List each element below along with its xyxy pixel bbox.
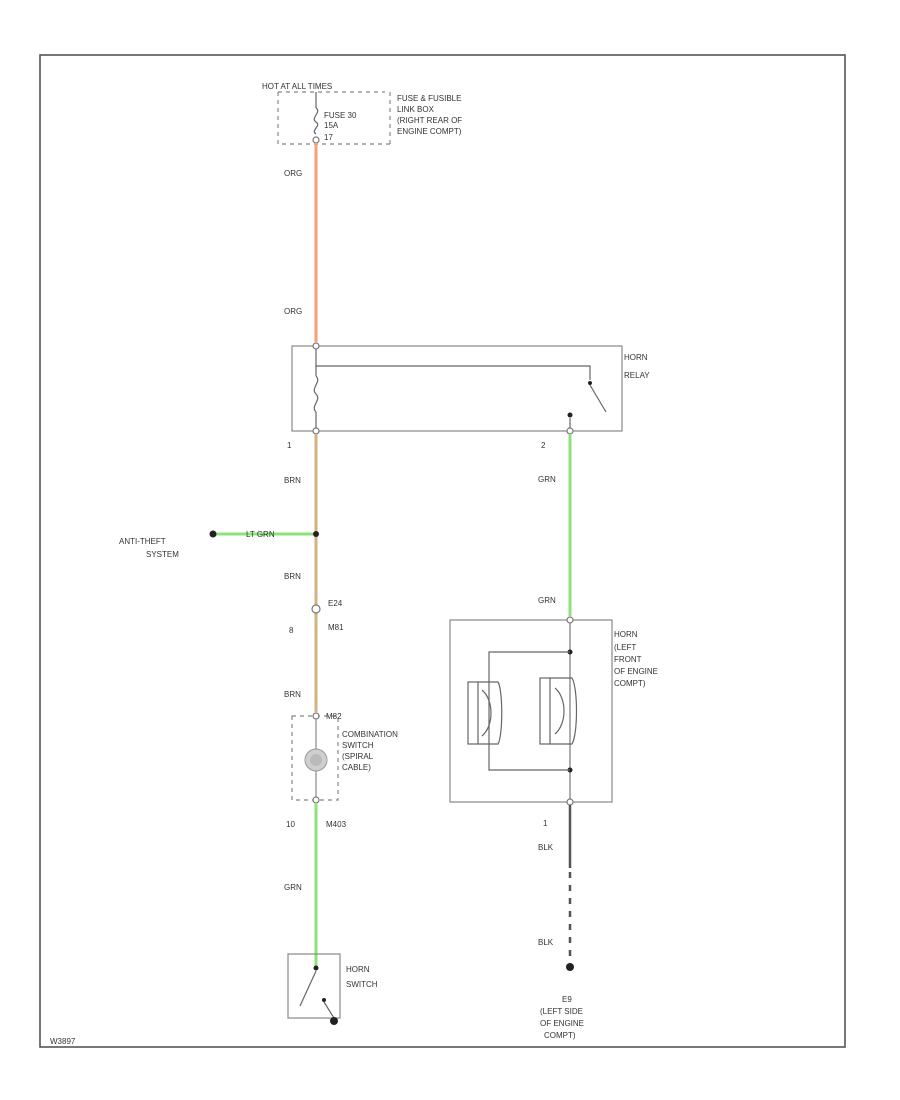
fuse-name-label: FUSE 30 <box>324 111 357 120</box>
horn-label-1: HORN <box>614 630 638 639</box>
fuse-pin-label: 17 <box>324 133 333 142</box>
hot-at-all-times-label: HOT AT ALL TIMES <box>262 82 332 91</box>
horn-switch-label-1: HORN <box>346 965 370 974</box>
fuse-box-label-3: (RIGHT REAR OF <box>397 116 462 125</box>
horn-label-5: COMPT) <box>614 679 646 688</box>
horn-switch-label-2: SWITCH <box>346 980 378 989</box>
connector-m81-label-top: M81 <box>328 623 344 632</box>
anti-theft-label-2: SYSTEM <box>146 550 179 559</box>
wire-color-label-org-1: ORG <box>284 169 302 178</box>
connector-e24 <box>311 604 321 614</box>
wire-color-label-blk-2: BLK <box>538 938 554 947</box>
fuse-box-label-1: FUSE & FUSIBLE <box>397 94 461 103</box>
ground-name-label: E9 <box>562 995 572 1004</box>
anti-theft-arrow-dot <box>209 530 217 538</box>
wire-color-label-org-2: ORG <box>284 307 302 316</box>
horn-pin-1-label: 1 <box>543 819 548 828</box>
horn-relay-label-1: HORN <box>624 353 648 362</box>
ground-label-1: (LEFT SIDE <box>540 1007 583 1016</box>
combo-switch-label-3: (SPIRAL <box>342 752 374 761</box>
wire-color-label-brn-1: BRN <box>284 476 301 485</box>
connector-e24-label: E24 <box>328 599 343 608</box>
connector-pin-10-label: 10 <box>286 820 295 829</box>
ground-point-e9 <box>566 963 574 971</box>
fuse-amp-label: 15A <box>324 121 339 130</box>
horn-switch: HORN SWITCH <box>287 953 378 1025</box>
ground-label-2: OF ENGINE <box>540 1019 584 1028</box>
relay-pin-2-label: 2 <box>541 441 546 450</box>
horn-label-3: FRONT <box>614 655 642 664</box>
fuse-box-label-4: ENGINE COMPT) <box>397 127 462 136</box>
wire-color-label-grn-right-2: GRN <box>538 596 556 605</box>
wire-color-label-brn-3: BRN <box>284 690 301 699</box>
wire-color-label-grn-right-1: GRN <box>538 475 556 484</box>
connector-pin-8-label: 8 <box>289 626 294 635</box>
ground-label-3: COMPT) <box>544 1031 576 1040</box>
combo-switch-label-4: CABLE) <box>342 763 371 772</box>
fuse-link-box: HOT AT ALL TIMES FUSE 30 15A 17 FUSE & F… <box>262 82 462 145</box>
horn-label-2: (LEFT <box>614 643 636 652</box>
wire-color-label-blk-1: BLK <box>538 843 554 852</box>
fuse-box-label-2: LINK BOX <box>397 105 435 114</box>
diagram-frame <box>39 54 846 1048</box>
anti-theft-label-1: ANTI-THEFT <box>119 537 166 546</box>
horn-label-4: OF ENGINE <box>614 667 658 676</box>
horn-relay: HORN RELAY 1 2 <box>287 342 650 450</box>
wire-color-label-brn-2: BRN <box>284 572 301 581</box>
wire-color-label-grn-bottom: GRN <box>284 883 302 892</box>
fuse-terminal <box>312 136 320 144</box>
splice-dot <box>313 531 319 537</box>
combination-switch-spiral-cable: M82 COMBINATION SWITCH (SPIRAL CABLE) <box>291 712 398 804</box>
horn-switch-ground-dot <box>330 1017 338 1025</box>
combo-switch-label-2: SWITCH <box>342 741 374 750</box>
horn-relay-label-2: RELAY <box>624 371 650 380</box>
combo-switch-label-1: COMBINATION <box>342 730 398 739</box>
connector-m82-label: M82 <box>326 712 342 721</box>
lt-green-label: LT GRN <box>246 530 275 539</box>
diagram-id-label: W3897 <box>50 1037 76 1046</box>
relay-pin-1-label: 1 <box>287 441 292 450</box>
horn: HORN (LEFT FRONT OF ENGINE COMPT) <box>449 616 658 806</box>
connector-m403-label: M403 <box>326 820 347 829</box>
